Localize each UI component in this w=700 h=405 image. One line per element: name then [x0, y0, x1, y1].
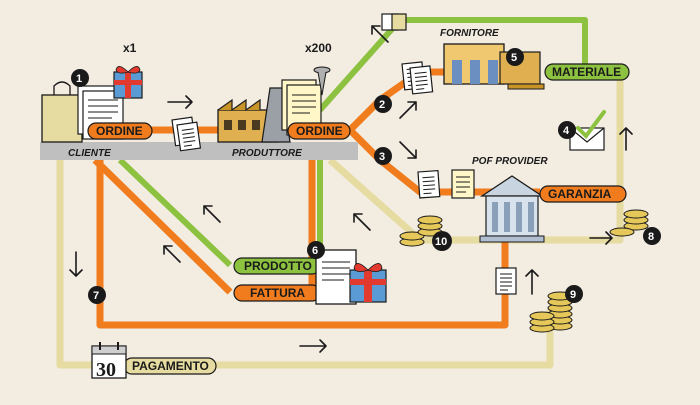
garanzia-pill: GARANZIA [539, 185, 627, 203]
svg-text:10: 10 [435, 236, 447, 248]
direction-arrows [69, 25, 633, 353]
product-gift-icon [349, 263, 387, 303]
ordine-produttore-pill: ORDINE [287, 122, 351, 140]
calendar-icon: 30 [91, 342, 127, 381]
quantity-x1: x1 [123, 41, 137, 55]
envelope-check-icon [569, 110, 606, 151]
prodotto-pill: PRODOTTO [233, 257, 321, 275]
pagamento-pill: PAGAMENTO [123, 357, 217, 375]
materiale-label: MATERIALE [552, 65, 621, 79]
fornitore-building-icon [443, 43, 545, 90]
step-3: 3 [374, 147, 392, 165]
bank-building-icon [479, 175, 545, 243]
svg-text:9: 9 [570, 289, 576, 301]
step-10: 10 [432, 231, 452, 251]
svg-text:1: 1 [76, 73, 82, 85]
coin-stack-9 [529, 291, 573, 333]
garanzia-documents [417, 169, 475, 199]
factory-icon [217, 87, 291, 143]
step-9: 9 [565, 285, 583, 303]
garanzia-label: GARANZIA [548, 187, 612, 201]
svg-text:6: 6 [312, 245, 318, 257]
fattura-pill: FATTURA [233, 284, 321, 302]
svg-text:7: 7 [93, 290, 99, 302]
pof-document-icon [495, 267, 517, 295]
svg-text:4: 4 [563, 125, 570, 137]
pof-provider-label: POF PROVIDER [472, 156, 548, 167]
step-1: 1 [71, 69, 89, 87]
fattura-document-icon [315, 249, 357, 305]
quantity-x200: x200 [305, 41, 332, 55]
svg-text:2: 2 [379, 99, 385, 111]
screw-icon [313, 66, 331, 96]
fornitore-label: FORNITORE [440, 28, 499, 39]
material-box-icon [381, 13, 407, 31]
fornitore-documents [401, 61, 434, 95]
ordine-cliente-pill: ORDINE [87, 122, 153, 140]
svg-text:8: 8 [648, 231, 654, 243]
materiale-pill: MATERIALE [544, 63, 630, 81]
base-bar [40, 142, 358, 160]
produttore-label: PRODUTTORE [232, 148, 302, 159]
step-6: 6 [307, 241, 325, 259]
cliente-label: CLIENTE [68, 148, 111, 159]
pagamento-label: PAGAMENTO [132, 359, 209, 373]
fattura-label: FATTURA [250, 286, 305, 300]
svg-text:5: 5 [511, 52, 517, 64]
calendar-day: 30 [96, 359, 116, 381]
step-7: 7 [88, 286, 106, 304]
ordine-cliente-label: ORDINE [96, 124, 143, 138]
step-4: 4 [558, 121, 576, 139]
step-2: 2 [374, 95, 392, 113]
step-5: 5 [506, 48, 524, 66]
prodotto-label: PRODOTTO [244, 259, 312, 273]
ordine-produttore-label: ORDINE [296, 124, 343, 138]
step-8: 8 [643, 227, 661, 245]
svg-text:3: 3 [379, 151, 385, 163]
coin-stack-8 [609, 209, 649, 237]
step-badges: 1 2 3 4 5 6 7 8 9 10 [71, 48, 661, 304]
